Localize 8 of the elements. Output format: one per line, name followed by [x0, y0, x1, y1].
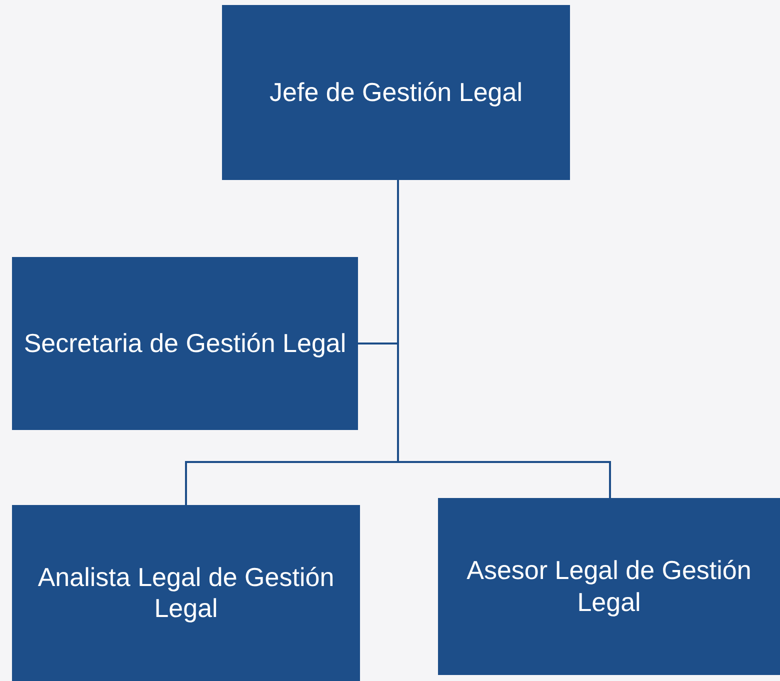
- position-title: Jefe de Gestión Legal: [270, 76, 522, 108]
- position-box: [12, 505, 360, 681]
- position-title: Asesor Legal de Gestión Legal: [466, 555, 752, 618]
- position-box: [222, 5, 570, 180]
- position-box: [12, 257, 358, 430]
- position-box: [438, 498, 780, 675]
- position-title: Secretaria de Gestión Legal: [24, 328, 346, 360]
- position-title: Analista Legal de Gestión Legal: [36, 562, 336, 624]
